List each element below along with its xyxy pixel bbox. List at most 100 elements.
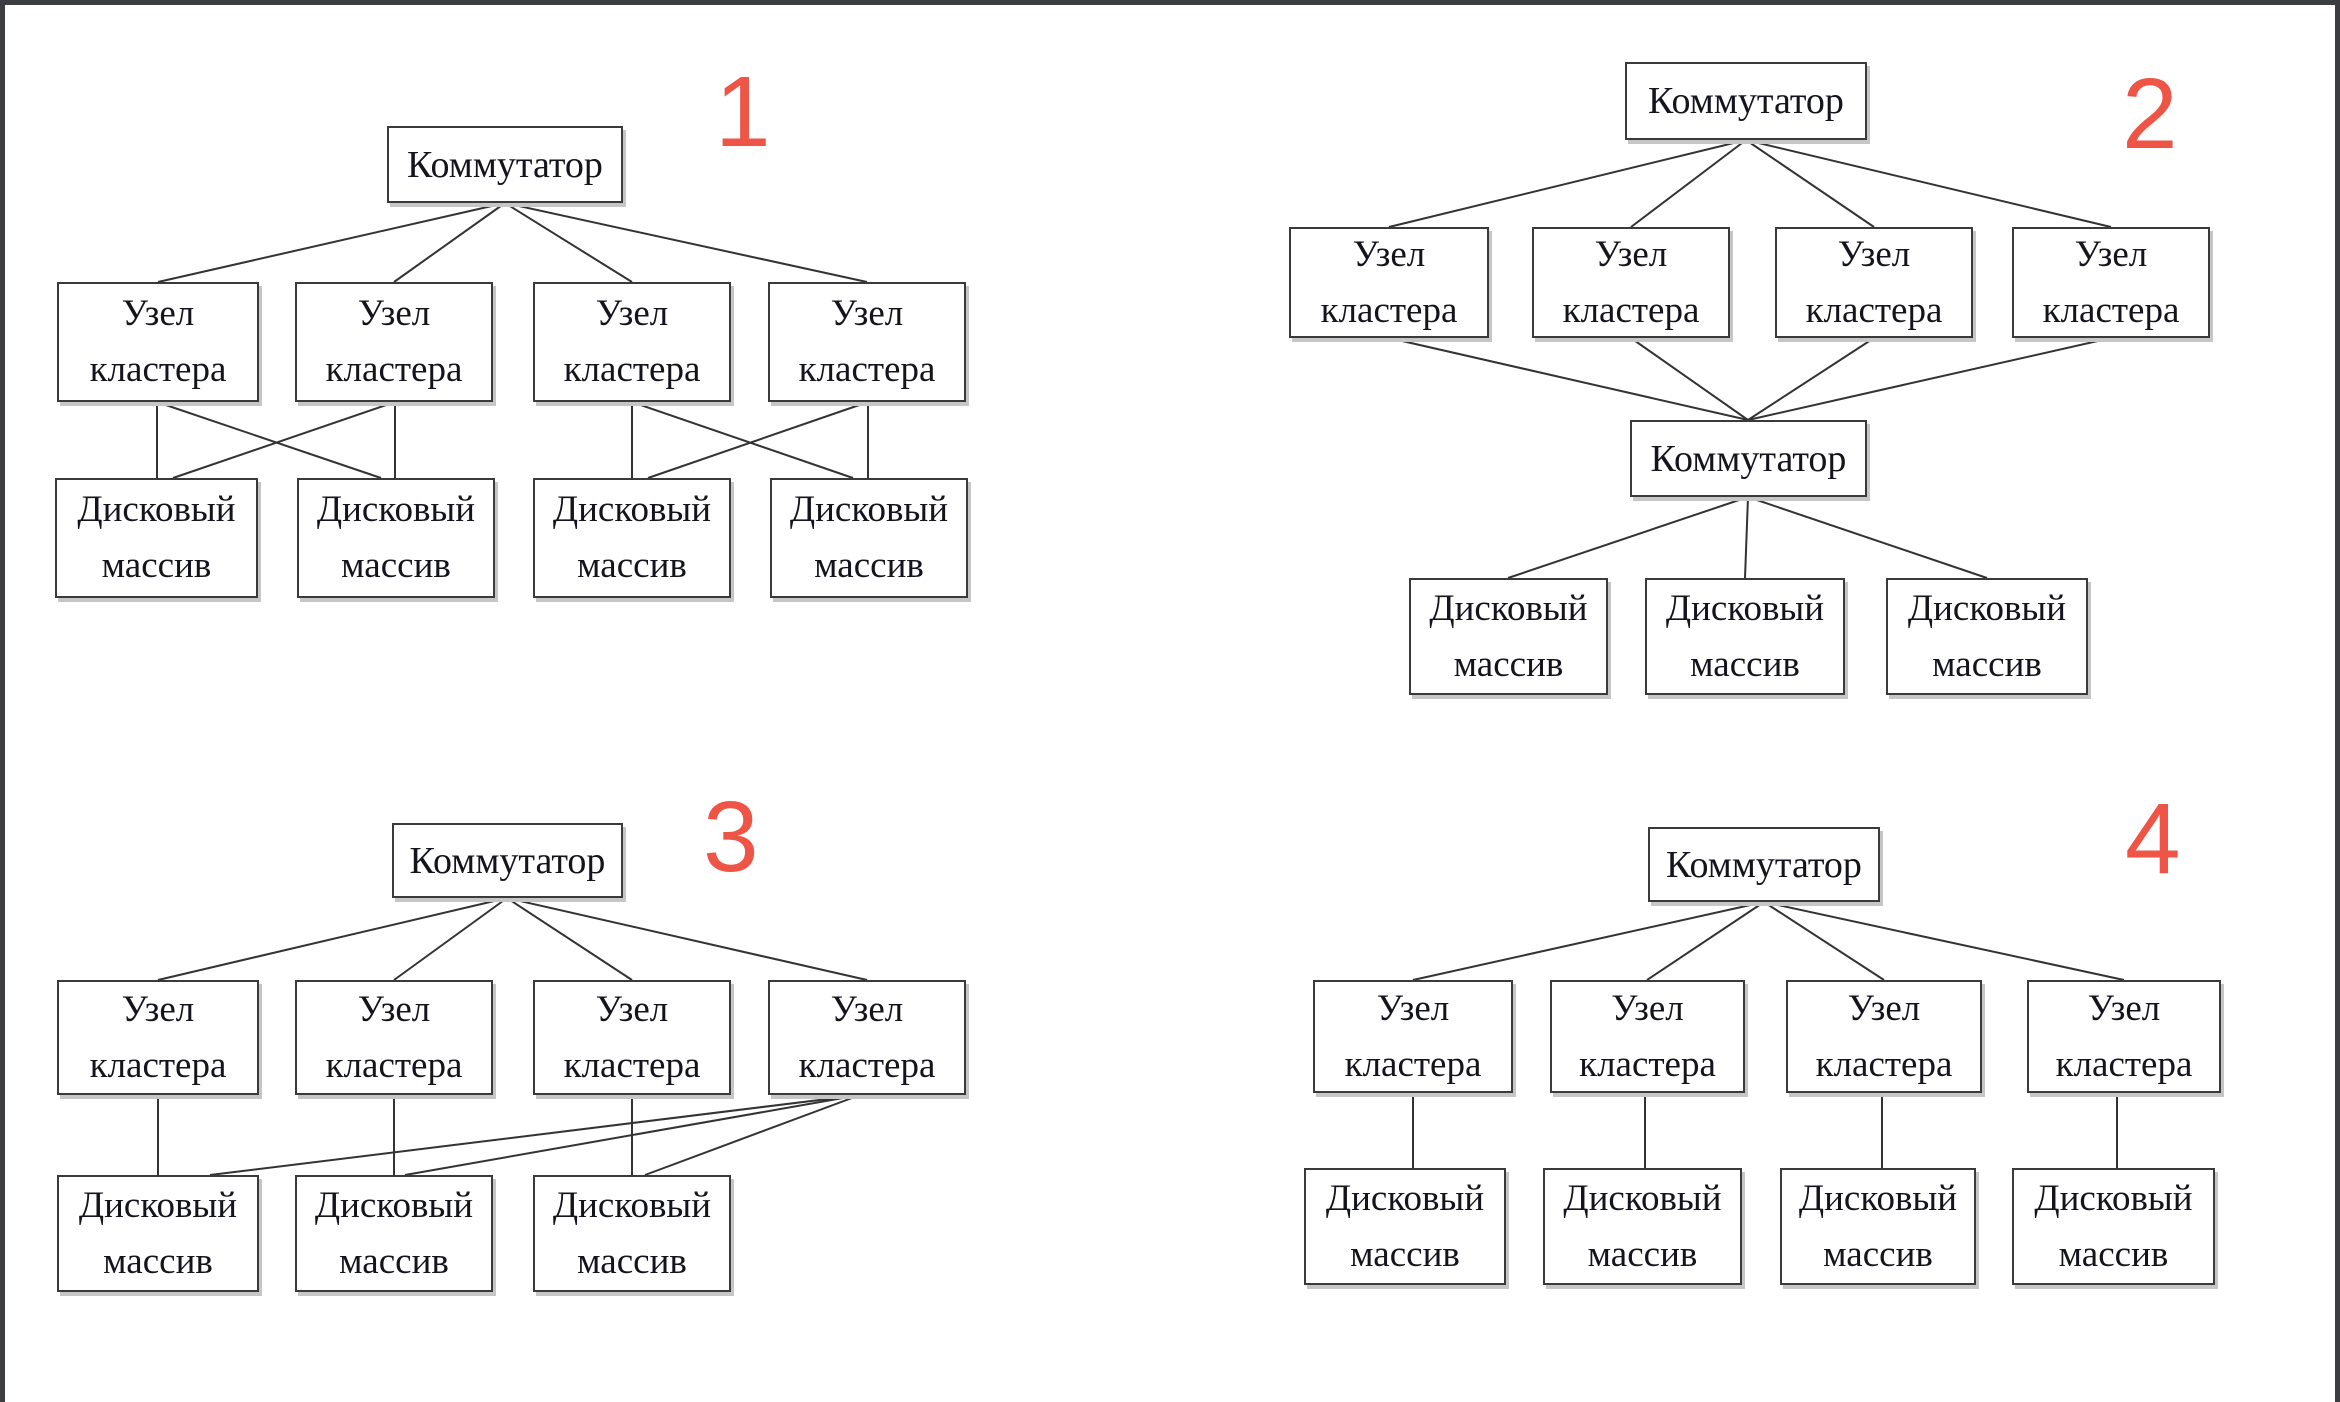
cluster-node-box: Узел кластера	[1786, 980, 1982, 1093]
disk-array-box-label: Дисковый	[1325, 1177, 1485, 1219]
diagram-number: 3	[703, 781, 759, 893]
connector-line	[1630, 139, 1747, 228]
connector-line	[1507, 496, 1749, 579]
cluster-node-box-label: кластера	[89, 349, 227, 390]
disk-array-box-label: Дисковый	[2034, 1177, 2193, 1219]
disk-array-box-label: массив	[101, 545, 212, 586]
cluster-node-box: Узел кластера	[533, 282, 731, 402]
disk-array-box-label: Дисковый	[552, 489, 712, 530]
cluster-node-box: Узел кластера	[533, 980, 731, 1095]
cluster-node-box-label: Узел	[1594, 233, 1668, 275]
switch-box: Коммутатор	[1625, 62, 1867, 140]
cluster-node-box: Узел кластера	[57, 980, 259, 1095]
connector-line	[1747, 496, 1988, 579]
disk-array-box-label: массив	[577, 545, 687, 586]
diagram-number: 2	[2122, 58, 2178, 170]
disk-array-box: Дисковый массив	[533, 1175, 731, 1292]
switch-box: Коммутатор	[392, 823, 623, 898]
cluster-node-box-label: Узел	[2074, 233, 2148, 275]
disk-array-box-label: Дисковый	[552, 1184, 712, 1226]
cluster-node-box: Узел кластера	[57, 282, 259, 402]
disk-array-box: Дисковый массив	[1543, 1168, 1742, 1285]
disk-array-box: Дисковый массив	[533, 478, 731, 598]
switch-box-label: Коммутатор	[1666, 843, 1862, 886]
cluster-node-box-label: Узел	[121, 293, 195, 334]
cluster-node-box-label: кластера	[89, 1044, 227, 1086]
connector-line	[1763, 901, 1885, 981]
cluster-node-box-label: кластера	[1562, 289, 1700, 331]
disk-array-box: Дисковый массив	[57, 1175, 259, 1292]
cluster-node-box-label: кластера	[1320, 289, 1458, 331]
disk-array-box-label: массив	[577, 1240, 687, 1282]
cluster-node-box-label: Узел	[357, 988, 431, 1030]
cluster-node-box: Узел кластера	[1532, 227, 1730, 338]
connector-line	[1745, 139, 1875, 228]
connector-line	[404, 1094, 861, 1176]
cluster-node-box-label: Узел	[595, 988, 669, 1030]
cluster-node-box-label: Узел	[595, 293, 669, 334]
cluster-node-box-label: кластера	[798, 349, 936, 390]
disk-array-box-label: массив	[1823, 1233, 1933, 1275]
connector-line	[1388, 139, 1747, 228]
cluster-node-box-label: Узел	[121, 988, 195, 1030]
cluster-node-box-label: Узел	[1847, 987, 1921, 1029]
cluster-node-box-label: Узел	[2087, 987, 2161, 1029]
disk-array-box-label: Дисковый	[789, 489, 949, 530]
switch-box: Коммутатор	[387, 126, 623, 203]
diagram-number: 4	[2125, 783, 2181, 895]
connector-line	[1388, 337, 1749, 421]
connector-line	[1747, 337, 2112, 421]
disk-array-box-label: массив	[103, 1240, 213, 1282]
cluster-node-box-label: кластера	[1344, 1043, 1482, 1085]
connector-line	[631, 401, 854, 479]
disk-array-box-label: массив	[814, 545, 924, 586]
cluster-node-box-label: кластера	[1815, 1043, 1953, 1085]
cluster-node-box: Узел кластера	[1313, 980, 1513, 1093]
connector-line	[1646, 901, 1765, 981]
disk-array-box-label: массив	[2058, 1233, 2169, 1275]
disk-array-box: Дисковый массив	[2012, 1168, 2215, 1285]
cluster-node-box-label: Узел	[1376, 987, 1450, 1029]
cluster-node-box-label: Узел	[357, 293, 431, 334]
disk-array-box-label: массив	[1690, 643, 1800, 685]
disk-array-box-label: Дисковый	[78, 1184, 238, 1226]
connector-line	[1744, 496, 1749, 579]
connector-line	[172, 401, 396, 479]
disk-array-box-label: Дисковый	[316, 489, 476, 530]
cluster-node-box-label: Узел	[1611, 987, 1684, 1029]
connector-line	[157, 897, 508, 981]
switch-box-label: Коммутатор	[409, 839, 606, 882]
connector-line	[506, 897, 633, 981]
disk-array-box-label: Дисковый	[1665, 587, 1825, 629]
disk-array-box: Дисковый массив	[770, 478, 968, 598]
cluster-node-box-label: кластера	[563, 349, 701, 390]
connector-line	[1747, 337, 1875, 421]
cluster-node-box-label: кластера	[325, 1044, 463, 1086]
connector-line	[156, 401, 382, 479]
cluster-node-box-label: кластера	[563, 1044, 701, 1086]
disk-array-box-label: массив	[339, 1240, 449, 1282]
switch-box: Коммутатор	[1630, 420, 1867, 497]
disk-array-box-label: массив	[1587, 1233, 1698, 1275]
connector-line	[647, 401, 869, 479]
connector-line	[644, 1094, 861, 1176]
cluster-node-box: Узел кластера	[295, 980, 493, 1095]
connector-line	[1745, 139, 2112, 228]
disk-array-box: Дисковый массив	[1645, 578, 1845, 695]
connector-line	[1412, 901, 1765, 981]
switch-box-label: Коммутатор	[1650, 437, 1847, 480]
disk-array-box-label: Дисковый	[1429, 587, 1588, 629]
connector-line	[504, 202, 633, 283]
disk-array-box-label: массив	[341, 545, 451, 586]
disk-array-box-label: Дисковый	[1563, 1177, 1722, 1219]
